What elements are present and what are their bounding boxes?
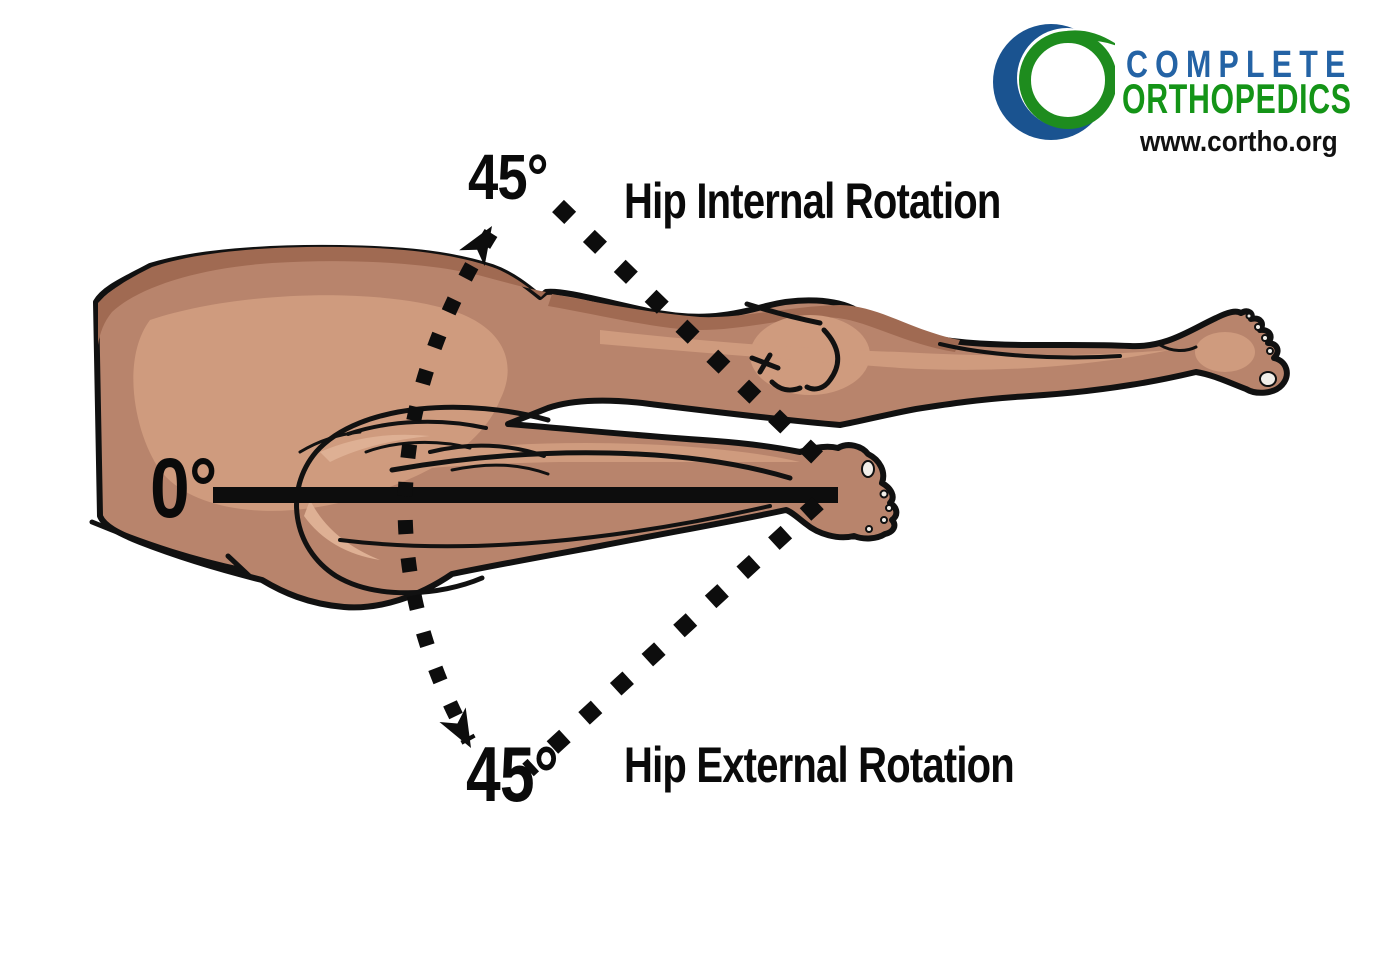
external-rotation-angle-label: 45° <box>466 730 559 818</box>
arc-arrow-up-icon <box>459 226 492 267</box>
arc-arrow-down-icon <box>439 707 471 748</box>
external-rotation-title: Hip External Rotation <box>624 737 1015 793</box>
neutral-angle-label: 0° <box>150 441 217 535</box>
logo-website-url: www.cortho.org <box>1140 126 1338 158</box>
internal-rotation-dashed-line <box>552 199 834 475</box>
internal-rotation-title: Hip Internal Rotation <box>624 173 1001 229</box>
rotation-arc <box>397 229 498 745</box>
internal-rotation-angle-label: 45° <box>468 141 549 213</box>
logo-mark-icon <box>993 24 1115 140</box>
logo: COMPLETE ORTHOPEDICS www.cortho.org <box>985 18 1365 163</box>
toenails <box>861 312 1277 533</box>
logo-company-name-line2: ORTHOPEDICS <box>1122 75 1352 122</box>
neutral-axis-line <box>213 487 838 503</box>
logo-company-name-line1: COMPLETE <box>1126 44 1353 86</box>
